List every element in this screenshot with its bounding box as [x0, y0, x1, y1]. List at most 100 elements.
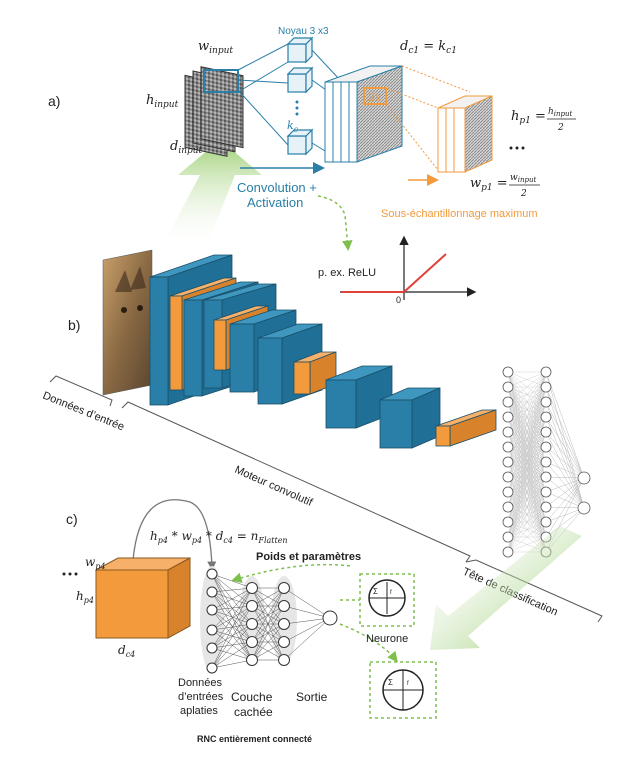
- fc-edge: [545, 386, 585, 479]
- mlp-edge: [283, 587, 331, 619]
- conv-text-1: Convolution +: [237, 180, 317, 195]
- mlp-edge: [251, 641, 285, 661]
- fc-node: [502, 456, 514, 468]
- fc-node: [502, 366, 514, 378]
- mlp-hidden-node: [246, 636, 258, 648]
- kernel-dots: [295, 100, 299, 116]
- flat-label-2: d’entrées: [178, 691, 224, 703]
- input-layer-shade: [200, 566, 224, 674]
- dc4-label: dc4: [118, 643, 135, 659]
- fc-network: [502, 366, 591, 558]
- fc-edge: [507, 461, 547, 553]
- mlp-edge: [211, 605, 253, 669]
- mlp-edge: [251, 587, 285, 643]
- input-data-label: Données d’entrée: [41, 390, 126, 434]
- wp1-label: wp1 =: [470, 176, 508, 193]
- mlp-edge: [283, 617, 331, 643]
- fc-edge: [507, 371, 547, 403]
- mlp-input-node: [206, 624, 218, 636]
- mlp-edge: [211, 605, 253, 649]
- mlp-edge: [211, 587, 253, 649]
- svg-text:winput: winput: [510, 173, 536, 184]
- engine-label: Moteur convolutif: [233, 464, 315, 509]
- conv-engine: [149, 254, 497, 449]
- bracket-engine: [121, 401, 471, 563]
- fc-node: [540, 366, 552, 378]
- mlp-edge: [251, 605, 285, 661]
- mlp-hidden-node: [278, 654, 290, 666]
- mlp-edge: [283, 617, 331, 625]
- fc-node: [540, 516, 552, 528]
- fc-edge: [507, 371, 547, 508]
- mlp-edge: [211, 647, 253, 661]
- two-x-label: 2x: [367, 91, 382, 104]
- mlp-input-node: [206, 604, 218, 616]
- svg-text:hinput: hinput: [548, 107, 573, 118]
- pool-dots: [509, 146, 525, 150]
- conv-volume: [324, 65, 403, 163]
- mlp-input-node: [206, 586, 218, 598]
- flatten-eq: hp4 * wp4 * dc4 = nFlatten: [150, 529, 288, 545]
- conv-lines: [237, 43, 341, 161]
- mlp-edge: [211, 609, 253, 643]
- hidden-label-2: cachée: [234, 705, 273, 719]
- mlp-output-node: [322, 610, 338, 626]
- fc-edge: [507, 401, 547, 553]
- fc-node: [502, 396, 514, 408]
- pool4-volume: [95, 557, 191, 639]
- mlp-edge: [251, 587, 285, 625]
- weights-arrow: [231, 563, 351, 583]
- hp4-label: hp4: [76, 589, 94, 605]
- kc-label: kc: [287, 119, 299, 134]
- mlp-edge: [211, 587, 253, 631]
- fc-node: [540, 486, 552, 498]
- left-dots: [62, 572, 78, 576]
- pool-volume: [437, 95, 493, 173]
- panel-label-b: b): [68, 317, 80, 333]
- mlp-edge: [211, 609, 253, 625]
- fc-node: [502, 531, 514, 543]
- kernel-label: Noyau 3 x3: [278, 26, 329, 37]
- mlp-edge: [211, 623, 253, 649]
- bracket-head: [465, 559, 603, 623]
- fc-node: [540, 501, 552, 513]
- fc-edge: [507, 371, 547, 478]
- fc-edge: [545, 477, 585, 538]
- fc-edge: [507, 506, 547, 553]
- pool-text: Sous-échantillonnage maximum: [381, 208, 538, 220]
- fc-edge: [507, 476, 547, 553]
- panel-label-a: a): [48, 93, 60, 109]
- output-label: Sortie: [296, 690, 328, 704]
- fc-edge: [545, 477, 585, 523]
- mlp-edge: [211, 587, 253, 593]
- fc-node: [540, 471, 552, 483]
- svg-text:Σ: Σ: [388, 678, 393, 687]
- flatten-arrow: [132, 499, 217, 571]
- mlp-edge: [211, 641, 253, 649]
- green-arrow-up: [160, 140, 262, 250]
- fc-node: [502, 426, 514, 438]
- fc-output-node: [577, 471, 591, 485]
- fc-edge: [507, 371, 547, 388]
- fc-node: [502, 441, 514, 453]
- svg-text:f: f: [407, 681, 409, 687]
- panel-label-c: c): [66, 511, 78, 527]
- svg-text:2: 2: [557, 123, 564, 133]
- fc-node: [502, 411, 514, 423]
- relu-label: p. ex. ReLU: [318, 267, 376, 279]
- mlp-edge: [211, 659, 253, 669]
- hidden-label-1: Couche: [231, 690, 273, 704]
- fc-edge: [507, 386, 547, 553]
- mlp-hidden-node: [278, 618, 290, 630]
- fc-edge: [545, 446, 585, 479]
- input-volume: [184, 66, 244, 157]
- mlp-edge: [251, 587, 285, 607]
- mlp-input-node: [206, 662, 218, 674]
- hp1-label: hp1 =: [511, 109, 546, 126]
- mlp-input-node: [206, 642, 218, 654]
- fc-edge: [507, 371, 547, 493]
- green-arrow-down: [430, 526, 582, 650]
- mlp-edge: [283, 605, 331, 619]
- mlp-edge: [211, 605, 253, 611]
